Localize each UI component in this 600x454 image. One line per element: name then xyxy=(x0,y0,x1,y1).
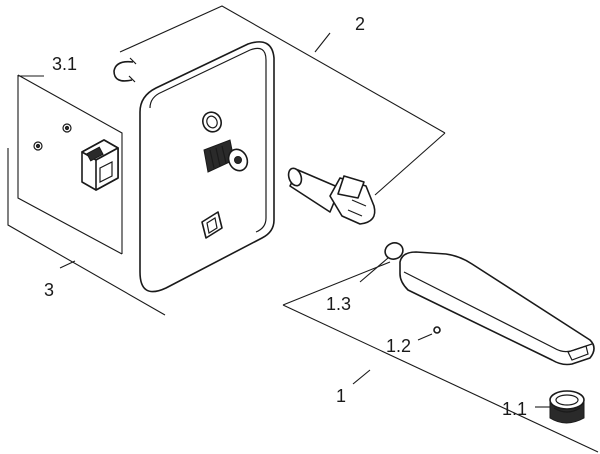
leader-lines xyxy=(18,32,550,408)
set-screw xyxy=(433,326,441,334)
spout xyxy=(399,251,595,366)
threaded-connector xyxy=(203,139,249,173)
group-3-bracket xyxy=(7,74,166,316)
valve-cartridge xyxy=(287,167,376,225)
label-2: 2 xyxy=(355,14,365,34)
aerator xyxy=(549,390,585,424)
group-2-bracket xyxy=(119,5,446,196)
label-1: 1 xyxy=(336,386,346,406)
label-3: 3 xyxy=(44,280,54,300)
switch-module xyxy=(81,139,119,191)
screw-3-1-b xyxy=(62,123,72,133)
group-1-bracket xyxy=(282,261,599,453)
retaining-clip xyxy=(113,57,137,83)
label-1-3: 1.3 xyxy=(326,294,351,314)
square-outlet xyxy=(201,211,223,239)
o-ring xyxy=(384,242,404,260)
label-1-1: 1.1 xyxy=(502,399,527,419)
wall-plate xyxy=(139,41,275,293)
label-1-2: 1.2 xyxy=(386,336,411,356)
label-3-1: 3.1 xyxy=(52,54,77,74)
screw-3-1-a xyxy=(33,141,43,151)
